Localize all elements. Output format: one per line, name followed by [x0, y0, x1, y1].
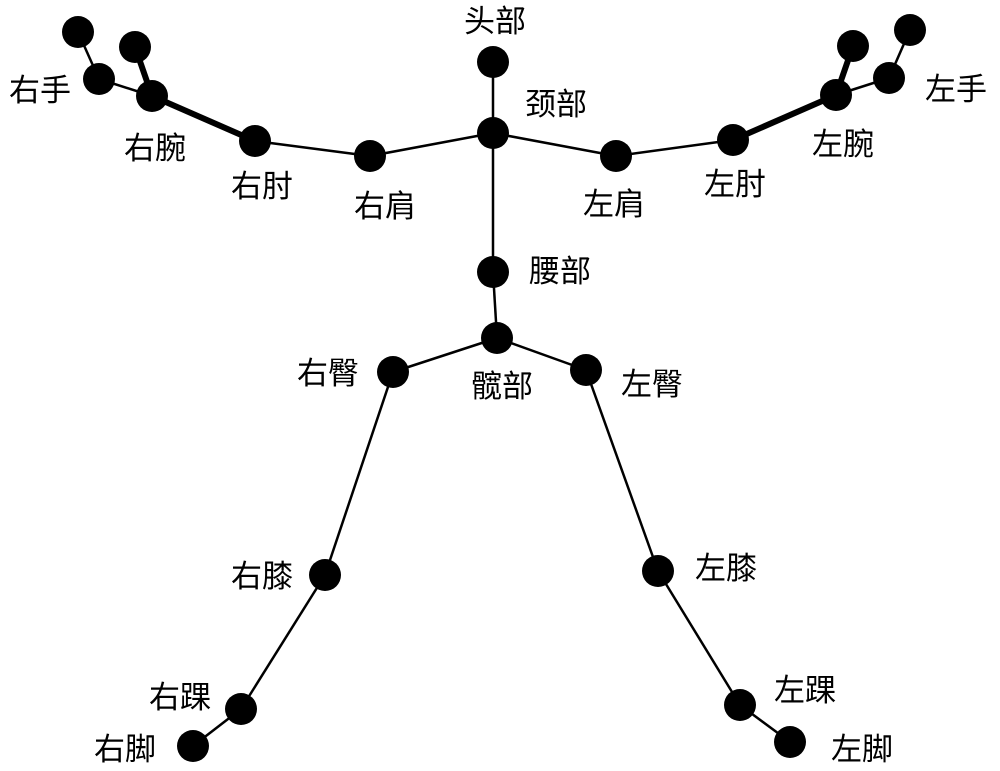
- bone-left_hip-left_knee: [584, 369, 660, 572]
- joint-right-knee: [309, 559, 341, 591]
- bone-neck-left_shoulder: [492, 131, 617, 158]
- label-right-elbow: 右肘: [231, 169, 293, 205]
- label-hip-center: 髋部: [471, 369, 533, 405]
- joint-right-wrist: [136, 80, 168, 112]
- label-head: 头部: [464, 4, 526, 40]
- label-left-shoulder: 左肩: [583, 187, 645, 223]
- joint-left-knee: [642, 555, 674, 587]
- joint-head: [477, 46, 509, 78]
- label-right-shoulder: 右肩: [354, 189, 416, 225]
- joint-right-shoulder: [354, 140, 386, 172]
- label-left-foot: 左脚: [831, 732, 893, 768]
- joint-left-foot: [774, 726, 806, 758]
- joint-left-hip: [570, 354, 602, 386]
- joint-left-ankle: [724, 689, 756, 721]
- label-left-ankle: 左踝: [774, 673, 836, 709]
- joint-left-hand-tip: [894, 14, 926, 46]
- label-left-elbow: 左肘: [704, 167, 766, 203]
- bone-left_shoulder-left_elbow: [615, 138, 734, 158]
- joint-right-thumb: [119, 31, 151, 63]
- label-left-knee: 左膝: [695, 551, 757, 587]
- joint-right-foot: [177, 730, 209, 762]
- joint-left-shoulder: [600, 140, 632, 172]
- joint-right-elbow: [239, 125, 271, 157]
- joint-hip-center: [481, 322, 513, 354]
- joint-left-thumb: [837, 30, 869, 62]
- joint-right-hip: [377, 356, 409, 388]
- label-right-hip: 右臀: [297, 356, 359, 392]
- label-left-hand: 左手: [925, 72, 987, 108]
- joint-neck: [477, 117, 509, 149]
- bone-left_knee-left_ankle: [656, 570, 742, 706]
- bone-right_knee-right_ankle: [239, 574, 327, 710]
- joint-left-wrist: [820, 79, 852, 111]
- bone-left_elbow-left_wrist: [731, 92, 838, 143]
- bone-hip_center-right_hip: [392, 336, 498, 374]
- bone-right_elbow-right_wrist: [150, 93, 257, 144]
- joint-left-hand: [873, 62, 905, 94]
- joint-right-ankle: [225, 693, 257, 725]
- label-waist: 腰部: [529, 254, 591, 290]
- label-right-wrist: 右腕: [124, 131, 186, 167]
- label-left-hip: 左臀: [621, 367, 683, 403]
- label-right-hand: 右手: [9, 73, 71, 109]
- bone-right_shoulder-right_elbow: [254, 139, 371, 158]
- label-right-ankle: 右踝: [149, 680, 211, 716]
- label-left-wrist: 左腕: [812, 127, 874, 163]
- joint-waist: [477, 256, 509, 288]
- label-right-knee: 右膝: [231, 559, 293, 595]
- joint-right-hand: [83, 63, 115, 95]
- bone-neck-right_shoulder: [369, 131, 494, 158]
- joint-left-elbow: [717, 124, 749, 156]
- joint-right-hand-tip: [62, 16, 94, 48]
- bone-right_hip-right_knee: [323, 371, 395, 576]
- label-neck: 颈部: [525, 87, 587, 123]
- label-right-foot: 右脚: [94, 732, 156, 768]
